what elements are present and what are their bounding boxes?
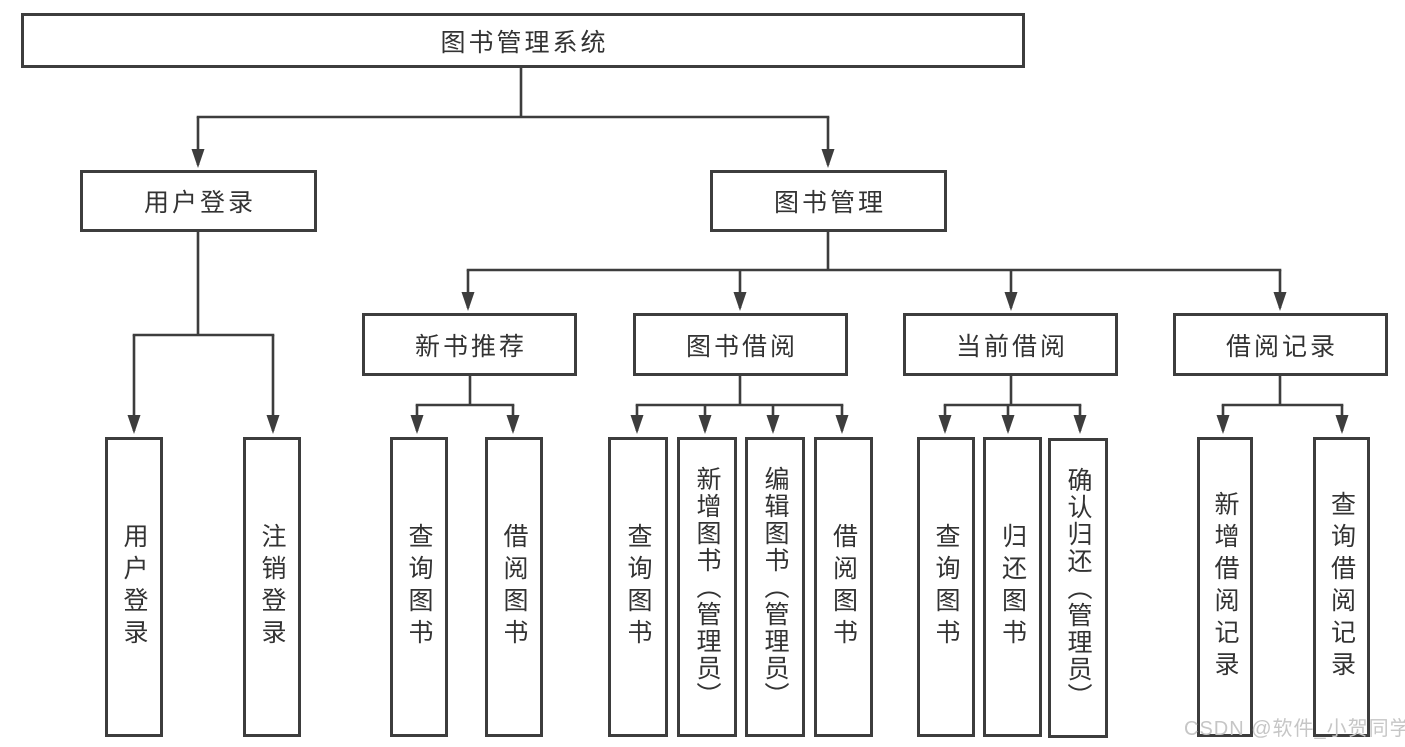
node-user-login-branch-label: 用户登录 [143,189,256,217]
leaf-query-books-borrowing-label: 查询图书 [624,523,652,651]
node-borrowing-records: 借阅记录 [1173,313,1388,376]
leaf-user-login: 用户登录 [105,437,163,737]
node-book-borrowing-label: 图书借阅 [685,332,798,361]
leaf-add-borrow-record-label: 新增借阅记录 [1211,491,1239,683]
leaf-borrow-books-borrowing: 借阅图书 [814,437,873,737]
leaf-borrow-books-recommend-label: 借阅图书 [500,523,528,651]
node-borrowing-records-label: 借阅记录 [1225,332,1338,361]
leaf-edit-book-admin-label: 编辑图书（管理员） [761,465,789,709]
node-user-login-branch: 用户登录 [80,170,317,232]
leaf-edit-book-admin: 编辑图书（管理员） [745,437,805,737]
leaf-confirm-return-admin: 确认归还（管理员） [1048,438,1108,738]
node-book-borrowing: 图书借阅 [633,313,848,376]
leaf-add-borrow-record: 新增借阅记录 [1197,437,1253,737]
node-library-management-system: 图书管理系统 [21,13,1025,68]
leaf-add-book-admin: 新增图书（管理员） [677,437,737,737]
leaf-confirm-return-admin-label: 确认归还（管理员） [1064,466,1092,710]
csdn-watermark: CSDN @软件_小贺同学 [1184,718,1405,740]
leaf-logout-label: 注销登录 [258,523,286,651]
leaf-return-book: 归还图书 [983,437,1042,737]
node-new-book-recommend-label: 新书推荐 [414,332,527,361]
leaf-query-books-borrowing: 查询图书 [608,437,668,737]
leaf-logout: 注销登录 [243,437,301,737]
leaf-query-books-current-label: 查询图书 [932,523,960,651]
node-book-management-label: 图书管理 [773,189,886,217]
leaf-borrow-books-recommend: 借阅图书 [485,437,543,737]
leaf-return-book-label: 归还图书 [998,523,1027,651]
leaf-query-borrow-record-label: 查询借阅记录 [1327,491,1356,683]
node-current-borrowing-label: 当前借阅 [955,332,1068,361]
node-book-management: 图书管理 [710,170,947,232]
node-new-book-recommend: 新书推荐 [362,313,577,376]
leaf-query-books-current: 查询图书 [917,437,975,737]
leaf-query-books-recommend: 查询图书 [390,437,448,737]
leaf-borrow-books-borrowing-label: 借阅图书 [829,523,858,651]
leaf-query-books-recommend-label: 查询图书 [405,523,433,651]
leaf-query-borrow-record: 查询借阅记录 [1313,437,1370,737]
node-current-borrowing: 当前借阅 [903,313,1118,376]
node-library-management-system-label: 图书管理系统 [440,28,609,57]
leaf-add-book-admin-label: 新增图书（管理员） [693,465,721,709]
leaf-user-login-label: 用户登录 [120,523,148,651]
